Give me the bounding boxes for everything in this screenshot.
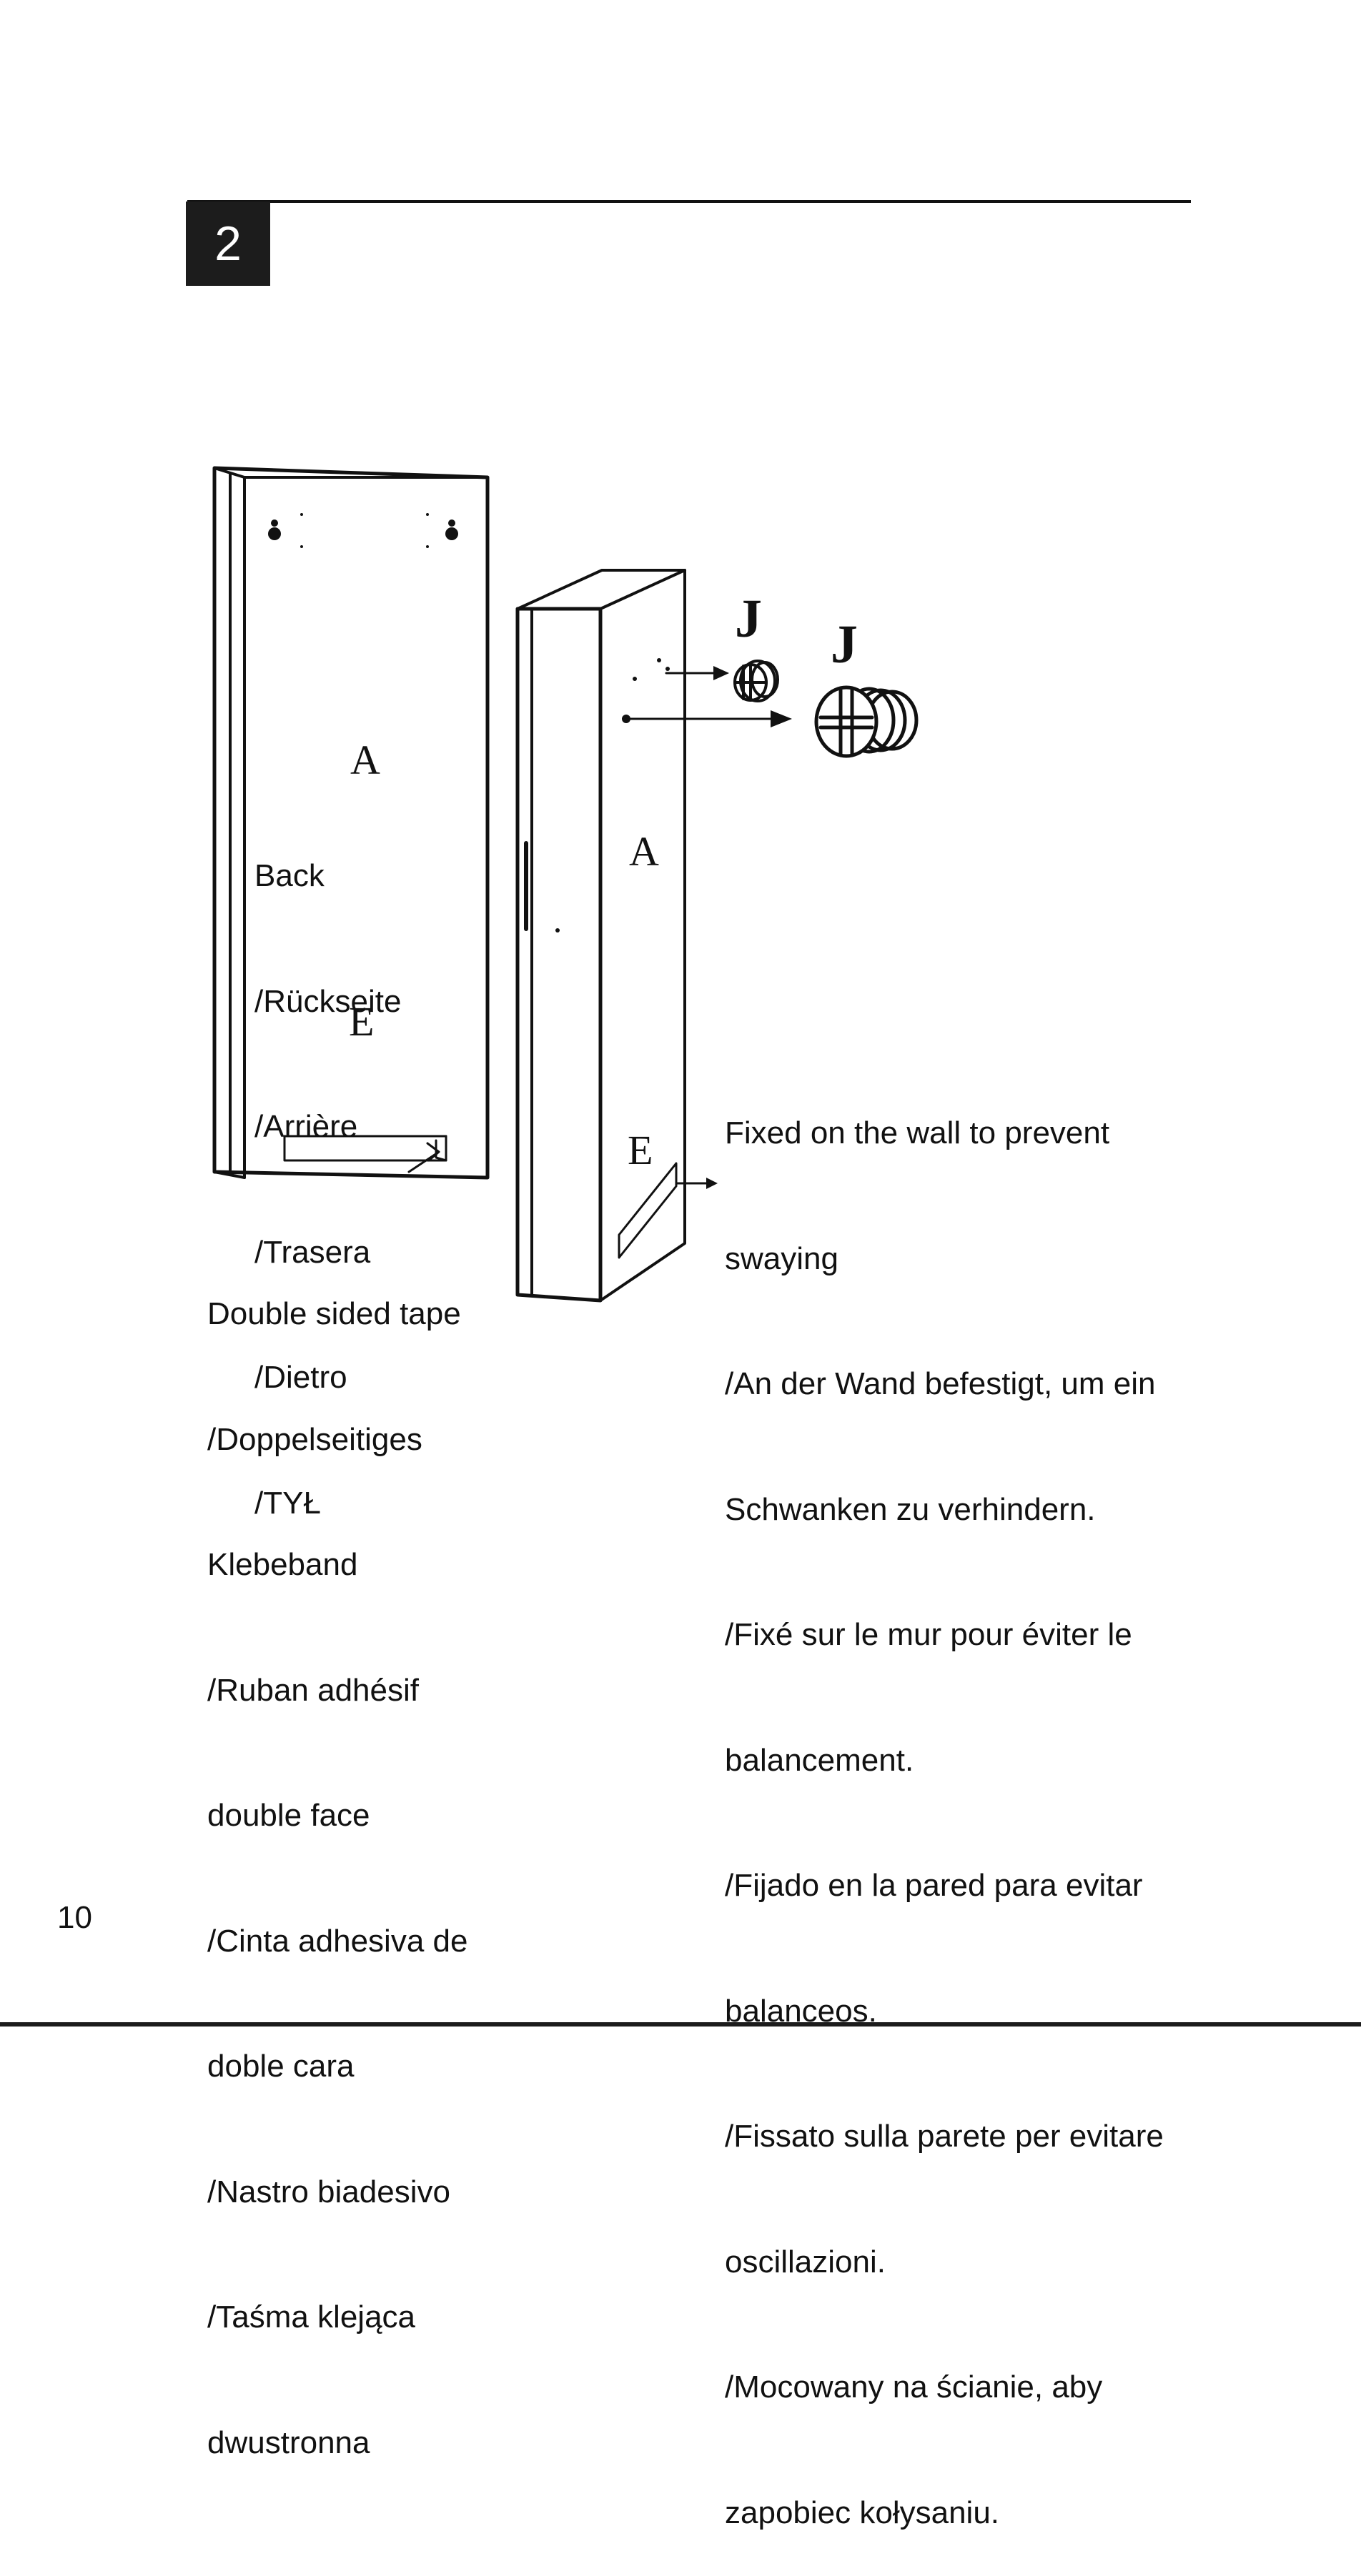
fitting-j-small [733, 660, 779, 702]
wall-label-line: /Fijado en la pared para evitar [725, 1868, 1143, 1903]
tape-label-line: Double sided tape [207, 1296, 461, 1331]
tape-strip-side [618, 1162, 678, 1259]
part-label-e-back: E [349, 998, 375, 1045]
part-label-a-back: A [350, 737, 380, 783]
wall-label-line: swaying [725, 1240, 838, 1276]
back-label-line: Back [254, 858, 325, 893]
back-label-line: /Dietro [254, 1360, 347, 1395]
fitting-j-large [814, 685, 919, 758]
part-label-j-small: J [735, 589, 762, 649]
wall-fixing-label: Fixed on the wall to prevent swaying /An… [725, 1029, 1164, 2576]
wall-label-line: /Mocowany na ścianie, aby [725, 2369, 1103, 2405]
bottom-edge-rule [0, 2022, 1361, 2027]
assembly-illustration [212, 466, 919, 1303]
wall-label-line: oscillazioni. [725, 2244, 886, 2279]
tape-label-line: /Taśma klejąca [207, 2299, 416, 2334]
part-label-j-large: J [831, 615, 858, 675]
tape-strip-back [283, 1135, 447, 1173]
part-label-e-side: E [628, 1127, 653, 1173]
tape-label-line: dwustronna [207, 2425, 370, 2460]
wall-label-line: Fixed on the wall to prevent [725, 1115, 1110, 1150]
tape-label-line: /Nastro biadesivo [207, 2174, 450, 2209]
cabinet-side-view [515, 569, 686, 1303]
tape-label-line: double face [207, 1798, 370, 1833]
tape-label-line: Klebeband [207, 1547, 358, 1582]
step-number-badge: 2 [186, 202, 270, 286]
arrows [625, 666, 792, 1189]
wall-label-line: /An der Wand befestigt, um ein [725, 1366, 1156, 1401]
back-label-line: /Arrière [254, 1109, 358, 1144]
wall-label-line: /Fissato sulla parete per evitare [725, 2119, 1164, 2154]
back-label-line: /Trasera [254, 1234, 371, 1270]
keyhole-hanger-right [426, 513, 458, 548]
step-header-rule [187, 200, 1191, 203]
wall-label-line: zapobiec kołysaniu. [725, 2495, 1000, 2530]
tape-label-line: /Ruban adhésif [207, 1672, 419, 1708]
wall-label-line: /Fixé sur le mur pour éviter le [725, 1617, 1132, 1652]
cabinet-back-view [212, 466, 490, 1180]
wall-label-line: Schwanken zu verhindern. [725, 1491, 1096, 1527]
keyhole-hanger-left [268, 513, 303, 548]
tape-label-line: /Doppelseitiges [207, 1421, 422, 1457]
back-label-line: /TYŁ [254, 1485, 321, 1521]
tape-label-line: doble cara [207, 2049, 355, 2084]
wall-label-line: balancement. [725, 1742, 914, 1778]
tape-label: Double sided tape /Doppelseitiges Klebeb… [207, 1210, 467, 2506]
back-label-line: /Rückseite [254, 983, 402, 1019]
page-number: 10 [57, 1900, 92, 1935]
part-label-a-side: A [629, 828, 659, 875]
tape-label-line: /Cinta adhesiva de [207, 1923, 468, 1959]
back-label: Back /Rückseite /Arrière /Trasera /Dietr… [254, 772, 401, 1566]
